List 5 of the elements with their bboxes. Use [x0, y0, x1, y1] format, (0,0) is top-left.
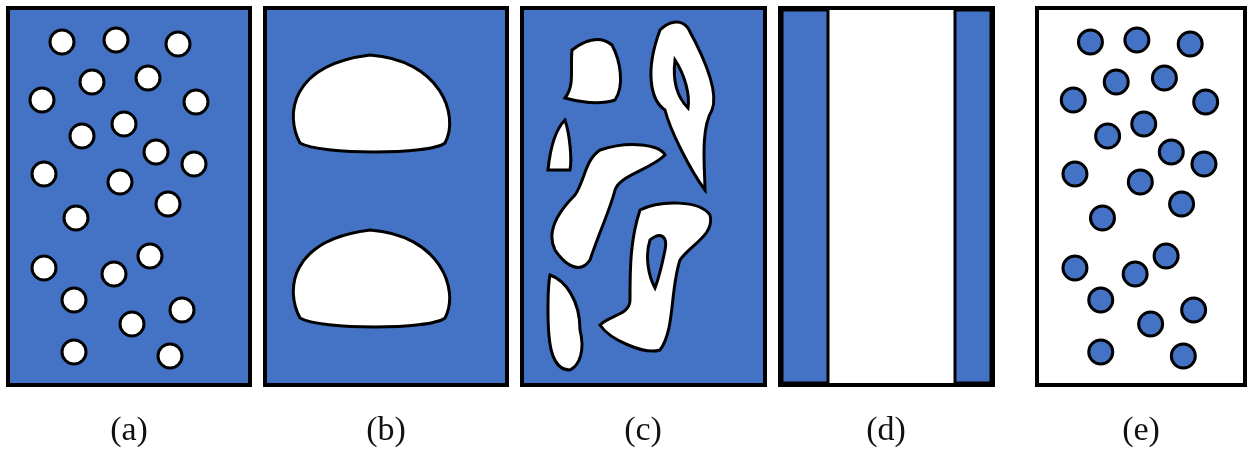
- panel-label: (b): [366, 410, 406, 448]
- panel-label: (a): [110, 410, 148, 448]
- panel-label: (c): [624, 410, 662, 448]
- panel-label: (e): [1122, 410, 1160, 448]
- panel-label: (d): [866, 410, 906, 448]
